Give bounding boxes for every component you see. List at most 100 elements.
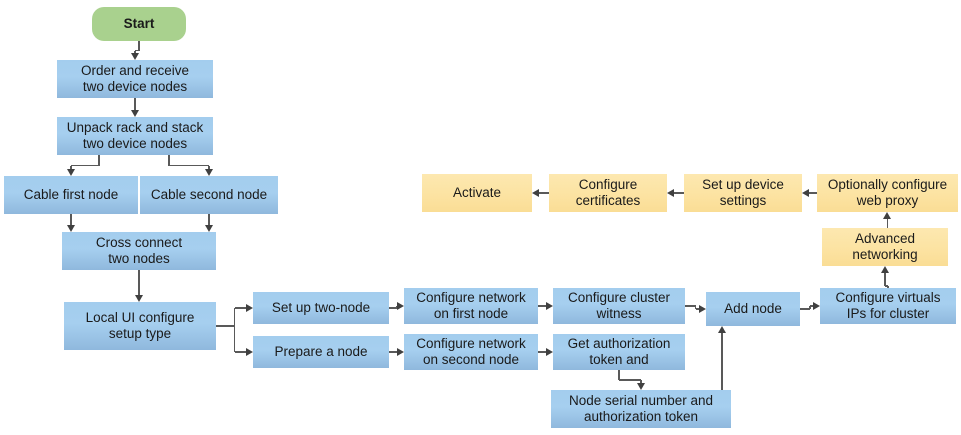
connector-cable-first-cross xyxy=(70,214,72,226)
node-prepare_node[interactable]: Prepare a node xyxy=(253,336,389,368)
node-label: Configure network on first node xyxy=(416,290,526,321)
connector-net-first-witness xyxy=(538,305,547,307)
connector-start-order-seg3 xyxy=(134,50,136,54)
connector-auth-token-node-serial-seg3 xyxy=(640,380,642,384)
node-device_settings[interactable]: Set up device settings xyxy=(684,174,802,212)
connector-advanced-net-web-proxy-seg3 xyxy=(886,218,889,232)
connector-certs-activate-head xyxy=(532,188,539,197)
connector-local-ui-prepare-node-seg1 xyxy=(216,325,235,327)
node-label: Get authorization token and xyxy=(567,336,671,367)
node-label: Configure certificates xyxy=(575,177,641,208)
node-unpack[interactable]: Unpack rack and stack two device nodes xyxy=(57,117,213,155)
connector-witness-add-node-seg2 xyxy=(694,306,697,309)
connector-net-second-auth-token xyxy=(538,351,547,353)
connector-virtual-ips-advanced-net-seg2 xyxy=(885,285,888,287)
node-label: Set up two-node xyxy=(271,300,371,316)
connector-node-serial-add-node-head xyxy=(717,326,726,333)
connector-unpack-cable-second-seg2 xyxy=(169,164,209,167)
connector-order-unpack xyxy=(134,98,136,111)
connector-setup-two-node-net-first-seg1 xyxy=(389,307,397,309)
node-label: Local UI configure setup type xyxy=(85,310,195,341)
node-virtual_ips[interactable]: Configure virtuals IPs for cluster xyxy=(820,288,956,324)
connector-add-node-virtual-ips-seg2 xyxy=(809,306,811,309)
connector-unpack-cable-first-head xyxy=(66,169,75,176)
connector-virtual-ips-advanced-net-seg3 xyxy=(884,272,886,286)
node-order[interactable]: Order and receive two device nodes xyxy=(57,60,213,98)
node-setup_two_node[interactable]: Set up two-node xyxy=(253,292,389,324)
connector-start-order-head xyxy=(130,53,139,60)
node-advanced_net[interactable]: Advanced networking xyxy=(822,228,948,266)
node-activate[interactable]: Activate xyxy=(422,174,532,212)
connector-certs-activate xyxy=(538,192,549,194)
connector-local-ui-prepare-node-seg3 xyxy=(234,351,247,353)
connector-local-ui-prepare-node-head xyxy=(246,347,253,356)
node-label: Activate xyxy=(452,185,502,201)
node-label: Order and receive two device nodes xyxy=(80,63,190,94)
node-label: Node serial number and authorization tok… xyxy=(568,393,714,424)
node-label: Start xyxy=(123,16,155,32)
node-cable_second[interactable]: Cable second node xyxy=(140,176,278,214)
node-start[interactable]: Start xyxy=(92,7,186,41)
connector-start-order-seg2 xyxy=(135,49,139,52)
connector-local-ui-setup-two-node-head xyxy=(246,303,253,312)
node-config_net_second[interactable]: Configure network on second node xyxy=(404,334,538,370)
connector-node-serial-add-node xyxy=(721,332,723,404)
connector-unpack-cable-first-seg2 xyxy=(71,164,99,167)
connector-virtual-ips-advanced-net-seg1 xyxy=(887,286,889,288)
connector-device-settings-certs-head xyxy=(667,188,674,197)
node-cross_connect[interactable]: Cross connect two nodes xyxy=(62,232,216,270)
connector-unpack-cable-second-seg3 xyxy=(208,165,210,170)
node-label: Advanced networking xyxy=(852,231,918,262)
node-node_serial[interactable]: Node serial number and authorization tok… xyxy=(551,390,731,428)
connector-cable-second-cross-head xyxy=(204,225,213,232)
connector-web-proxy-device-settings-head xyxy=(802,188,809,197)
connector-local-ui-setup-two-node-seg3 xyxy=(234,307,247,309)
node-label: Configure network on second node xyxy=(416,336,526,367)
connector-device-settings-certs xyxy=(673,192,684,194)
connector-start-order-seg1 xyxy=(138,41,140,51)
connector-setup-two-node-net-first-head xyxy=(397,301,404,310)
connector-witness-add-node-seg1 xyxy=(685,305,696,307)
node-certificates[interactable]: Configure certificates xyxy=(549,174,667,212)
node-label: Cross connect two nodes xyxy=(95,235,183,266)
connector-witness-add-node-head xyxy=(699,304,706,313)
connector-auth-token-node-serial-seg2 xyxy=(619,379,641,381)
connector-add-node-virtual-ips-seg3 xyxy=(810,305,814,307)
node-add_node[interactable]: Add node xyxy=(706,292,800,326)
connector-add-node-virtual-ips-head xyxy=(813,301,820,310)
node-label: Optionally configure web proxy xyxy=(827,177,948,208)
node-auth_token[interactable]: Get authorization token and xyxy=(553,334,685,370)
connector-setup-two-node-net-first-seg2 xyxy=(395,306,398,308)
connector-unpack-cable-first-seg1 xyxy=(98,155,100,166)
connector-net-first-witness-head xyxy=(546,301,553,310)
connector-local-ui-setup-two-node-seg2 xyxy=(233,308,236,326)
node-label: Configure virtuals IPs for cluster xyxy=(835,290,941,321)
node-label: Configure cluster witness xyxy=(567,290,671,321)
connector-cross-local-ui xyxy=(138,270,140,296)
connector-cross-local-ui-head xyxy=(134,295,143,302)
node-label: Add node xyxy=(724,301,782,317)
connector-advanced-net-web-proxy-head xyxy=(883,212,891,219)
node-web_proxy[interactable]: Optionally configure web proxy xyxy=(817,174,958,212)
connector-order-unpack-head xyxy=(130,110,139,117)
connector-witness-add-node-seg3 xyxy=(695,308,700,310)
connector-unpack-cable-second-head xyxy=(204,169,213,176)
node-label: Cable first node xyxy=(23,187,119,203)
connector-unpack-cable-first-seg3 xyxy=(70,165,72,170)
connector-auth-token-node-serial-head xyxy=(636,383,645,390)
connector-auth-token-node-serial-seg1 xyxy=(618,370,620,380)
node-cable_first[interactable]: Cable first node xyxy=(4,176,138,214)
node-local_ui[interactable]: Local UI configure setup type xyxy=(64,302,216,350)
node-label: Prepare a node xyxy=(274,344,368,360)
connector-add-node-virtual-ips-seg1 xyxy=(800,308,810,310)
connector-prepare-node-net-second xyxy=(389,351,398,353)
node-label: Set up device settings xyxy=(702,177,784,208)
connector-virtual-ips-advanced-net-head xyxy=(880,266,889,273)
connector-prepare-node-net-second-head xyxy=(397,347,404,356)
node-config_net_first[interactable]: Configure network on first node xyxy=(404,288,538,324)
node-cluster_witness[interactable]: Configure cluster witness xyxy=(553,288,685,324)
node-label: Cable second node xyxy=(150,187,268,203)
connector-local-ui-prepare-node-seg2 xyxy=(233,326,236,352)
node-label: Unpack rack and stack two device nodes xyxy=(66,120,204,151)
